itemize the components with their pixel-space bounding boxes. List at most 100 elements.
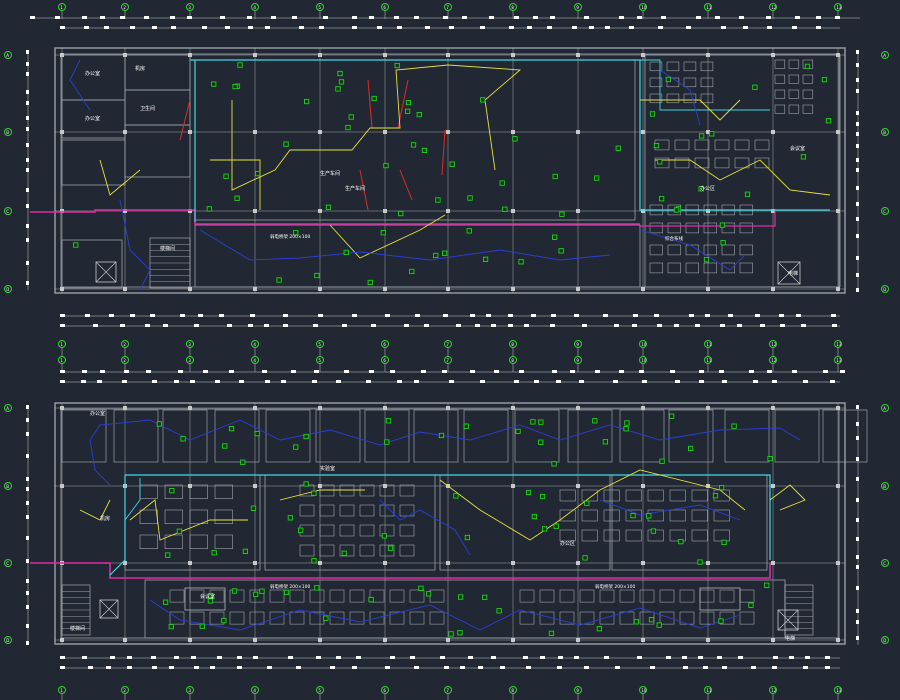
dimension-tick: [81, 380, 86, 383]
axis-column-label: 10: [641, 358, 647, 363]
dimension-tick: [110, 656, 115, 659]
axis-bubble-icon: [4, 482, 12, 490]
dimension-tick: [283, 314, 288, 317]
room-label: 机房: [135, 65, 145, 72]
network-outlet-icon: [254, 431, 260, 437]
structural-column: [188, 484, 192, 488]
workstation-desk: [649, 77, 663, 88]
axis-bubble-icon: [769, 686, 777, 694]
dimension-tick: [443, 16, 448, 19]
axis-column-label: 1: [60, 688, 63, 693]
structural-column: [60, 53, 64, 57]
dimension-tick: [344, 370, 349, 373]
network-outlet-icon: [720, 240, 726, 246]
network-outlet-icon: [293, 230, 299, 236]
network-outlet-icon: [630, 512, 636, 519]
dimension-tick: [856, 518, 859, 522]
axis-bubble-icon: [121, 356, 129, 364]
axis-bubble-icon: [58, 686, 66, 694]
workstation-desk: [559, 489, 576, 502]
cable-tray-cyan: [109, 475, 126, 576]
axis-row-label: B: [883, 130, 886, 135]
cable-run-yellow: [640, 99, 741, 121]
axis-bubble-icon: [186, 686, 194, 694]
workstation-desk: [649, 93, 663, 104]
dimension-tick: [342, 324, 347, 327]
workstation-desk: [683, 61, 697, 72]
dimension-tick: [766, 16, 771, 19]
room-label: 电梯: [785, 635, 795, 642]
network-outlet-box: [410, 142, 417, 148]
dimension-tick: [856, 422, 859, 426]
network-outlet-icon: [303, 481, 309, 487]
workstation-desk: [139, 534, 158, 549]
network-outlet-icon: [405, 108, 411, 114]
dimension-tick: [856, 405, 859, 409]
elevator-cross: [777, 609, 799, 631]
network-outlet-box: [584, 500, 590, 506]
dimension-tick: [265, 26, 270, 29]
network-outlet-box: [368, 597, 374, 603]
structural-column: [511, 287, 515, 291]
dimension-tick: [390, 370, 395, 373]
axis-column-label: 12: [771, 358, 777, 363]
structural-column: [576, 209, 580, 213]
dimension-tick: [100, 370, 105, 373]
network-outlet-icon: [496, 608, 502, 614]
network-outlet-box: [240, 459, 246, 465]
network-outlet-icon: [232, 83, 238, 90]
network-outlet-box: [380, 230, 386, 236]
axis-bubble-circle: [769, 686, 777, 694]
workstation-desk: [559, 589, 575, 603]
dimension-tick: [60, 324, 65, 327]
axis-column-label: 7: [446, 688, 449, 693]
network-outlet-box: [176, 528, 183, 534]
axis-bubble-circle: [574, 340, 582, 348]
room-wall: [265, 409, 311, 463]
network-outlet-icon: [656, 622, 662, 628]
workstation-desk: [349, 611, 365, 625]
axis-bubble-icon: [444, 356, 452, 364]
workstation-desk: [379, 544, 395, 557]
network-outlet-icon: [646, 513, 652, 519]
workstation-desk: [329, 589, 345, 603]
network-outlet-icon: [673, 207, 680, 213]
network-outlet-box: [538, 419, 544, 425]
dimension-tick: [449, 26, 454, 29]
network-outlet-icon: [709, 131, 715, 137]
network-outlet-icon: [466, 228, 472, 234]
axis-bubble-circle: [251, 340, 259, 348]
network-outlet-icon: [719, 222, 726, 228]
structural-column: [446, 561, 450, 565]
dimension-tick: [219, 314, 224, 317]
network-outlet-box: [615, 145, 621, 151]
cable-run-yellow: [329, 214, 446, 259]
dimension-tick: [60, 314, 65, 317]
axis-bubble-icon: [251, 356, 259, 364]
dimension-tick: [856, 50, 859, 54]
network-outlet-box: [165, 552, 171, 558]
cable-run-red: [441, 129, 446, 176]
dimension-tick: [856, 565, 859, 569]
workstation-desk: [539, 589, 555, 603]
tray-annotation: 弱电桥架 200×100: [270, 583, 311, 590]
dimension-tick: [795, 16, 800, 19]
axis-bubble-circle: [769, 3, 777, 11]
dimension-tick: [856, 273, 859, 277]
room-wall: [413, 409, 459, 463]
axis-bubble-circle: [704, 356, 712, 364]
axis-bubble-circle: [381, 340, 389, 348]
workstation-desk: [683, 93, 697, 104]
structural-column: [253, 209, 257, 213]
axis-bubble-icon: [834, 3, 842, 11]
dimension-tick: [767, 26, 772, 29]
network-outlet-box: [435, 197, 441, 203]
axis-bubble-circle: [4, 207, 12, 215]
network-outlet-icon: [169, 488, 175, 494]
staircase-icon: [149, 237, 191, 289]
axis-bubble-circle: [316, 340, 324, 348]
dimension-tick: [722, 380, 727, 383]
dimension-tick: [738, 656, 743, 659]
structural-column: [576, 561, 580, 565]
axis-bubble-icon: [316, 3, 324, 11]
